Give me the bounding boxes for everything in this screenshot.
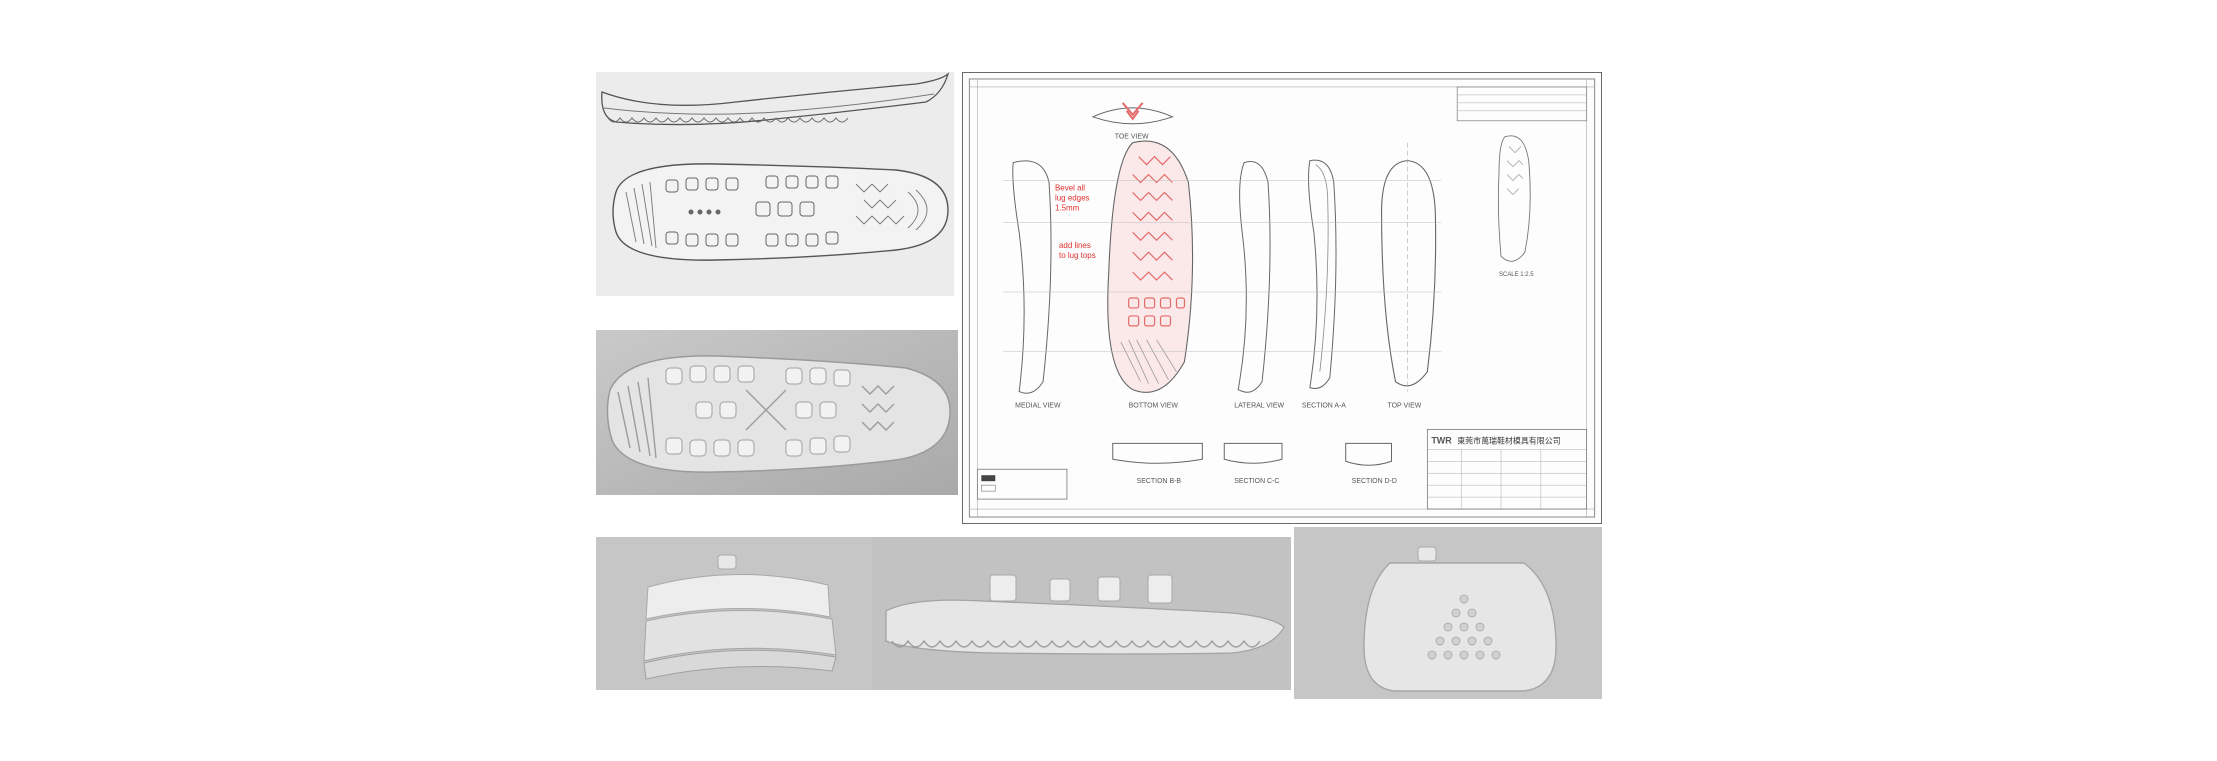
note-bevel-line-1: Bevel all: [1055, 183, 1085, 192]
heel-view-illustration: [596, 537, 872, 690]
note-bevel-line-3: 1.5mm: [1055, 203, 1080, 212]
view-label-section-bb: SECTION B-B: [1137, 478, 1182, 485]
side-view-photo: [872, 537, 1291, 690]
sole-sketch-illustration: [596, 72, 954, 296]
view-label-toe: TOE VIEW: [1115, 134, 1149, 141]
toe-view-illustration: [1294, 527, 1602, 699]
toe-view-photo: [1294, 527, 1602, 699]
view-label-top: TOP VIEW: [1388, 403, 1422, 410]
heel-view-photo: [596, 537, 872, 690]
view-label-medial: MEDIAL VIEW: [1015, 403, 1061, 410]
side-view-illustration: [872, 537, 1291, 690]
company-name: 東莞市萬瑞鞋材模具有限公司: [1457, 435, 1560, 445]
note-lines-line-1: add lines: [1059, 241, 1091, 250]
view-label-section-aa: SECTION A-A: [1302, 403, 1346, 410]
sketch-panel: [596, 72, 954, 296]
view-label-scale: SCALE 1:2.5: [1499, 272, 1534, 278]
view-label-section-cc: SECTION C-C: [1234, 478, 1279, 485]
sole-bottom-illustration: [596, 330, 958, 495]
company-logo-icon: TWR: [1431, 435, 1452, 445]
view-label-section-dd: SECTION D-D: [1352, 478, 1397, 485]
note-lines-line-2: to lug tops: [1059, 251, 1096, 260]
sole-bottom-photo: [596, 330, 958, 495]
note-bevel-line-2: lug edges: [1055, 193, 1090, 202]
view-label-lateral: LATERAL VIEW: [1234, 403, 1284, 410]
view-label-bottom: BOTTOM VIEW: [1129, 403, 1179, 410]
drawing-canvas: TOE VIEW MEDIAL VIEW Bevel all lug edges…: [968, 78, 1596, 518]
technical-drawing: TOE VIEW MEDIAL VIEW Bevel all lug edges…: [962, 72, 1602, 524]
